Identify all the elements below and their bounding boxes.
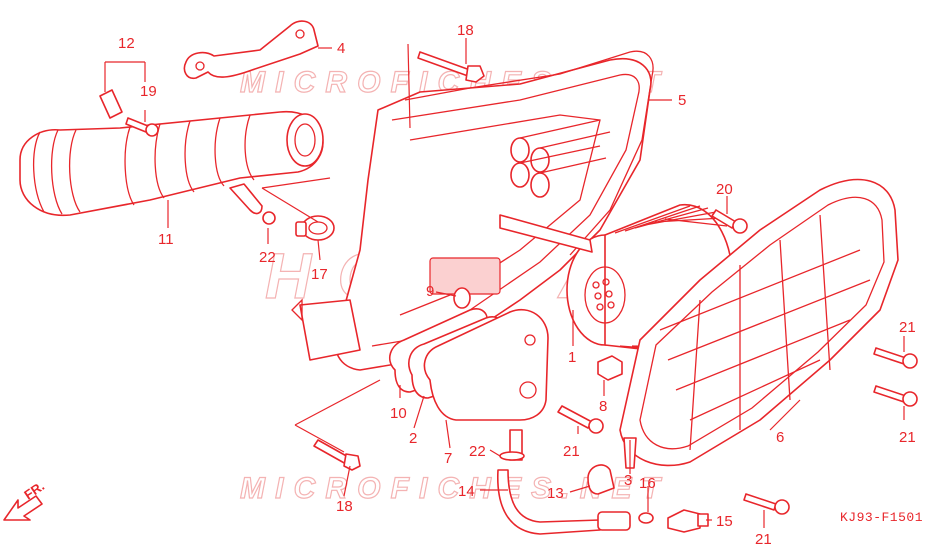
part-11-connecting-tube [19,89,324,217]
callout-14: 14 [458,483,475,500]
callout-7: 7 [444,450,452,467]
callout-19: 19 [140,83,157,100]
part-21-cover-screw-2 [873,385,918,407]
leader-lines [104,38,905,528]
callout-20: 20 [716,181,733,198]
part-21-cover-screw-1 [873,347,918,369]
callout-10: 10 [390,405,407,422]
callout-1: 1 [568,349,576,366]
part-21-cover-screw-3 [557,405,604,434]
callout-labels: 12 19 4 18 5 20 11 22 17 9 1 8 10 2 7 21… [118,22,916,546]
callout-21-right-top: 21 [899,319,916,336]
callout-21-right-bottom: 21 [899,429,916,446]
case-cylinders [510,119,611,198]
part-22-hose-clip-lower [499,451,525,461]
part-20-tapping-screw [711,209,748,234]
part-15-drain-plug [667,509,709,533]
callout-13: 13 [547,485,564,502]
part-18-flange-bolt-lower [313,439,361,471]
callout-22-bottom: 22 [469,443,486,460]
callout-21-center: 21 [563,443,580,460]
callout-11: 11 [158,231,174,248]
part-9-grommet [453,287,471,309]
callout-21-bottom: 21 [755,531,772,546]
callout-16: 16 [639,475,656,492]
callout-15: 15 [716,513,733,530]
callout-2: 2 [409,430,417,447]
figure-code: KJ93-F1501 [840,510,923,525]
part-7-intake-duct [423,308,549,421]
part-8-foam-block [597,355,623,381]
callout-12: 12 [118,35,135,52]
callout-6: 6 [776,429,784,446]
part-4-stay-bracket [183,20,319,80]
callout-9: 9 [426,283,434,300]
callout-5: 5 [678,92,686,109]
callout-4: 4 [337,40,345,57]
part-19-band-screw [125,117,159,137]
callout-3: 3 [624,472,632,489]
part-13-tube-clip [587,464,615,495]
callout-18-top: 18 [457,22,474,39]
part-5-case-seal [404,50,654,256]
part-6-air-cleaner-cover [619,178,899,467]
front-direction-arrow: FR. [3,478,47,521]
callout-8: 8 [599,398,607,415]
callout-18-bottom: 18 [336,498,353,515]
part-16-o-ring [638,512,654,524]
callout-22-left: 22 [259,249,276,266]
callout-17: 17 [311,266,328,283]
part-18-flange-bolt-upper [417,51,485,83]
part-21-cover-screw-4 [743,493,790,515]
part-22-hose-clip-upper [262,211,276,225]
front-direction-label: FR. [21,478,47,502]
